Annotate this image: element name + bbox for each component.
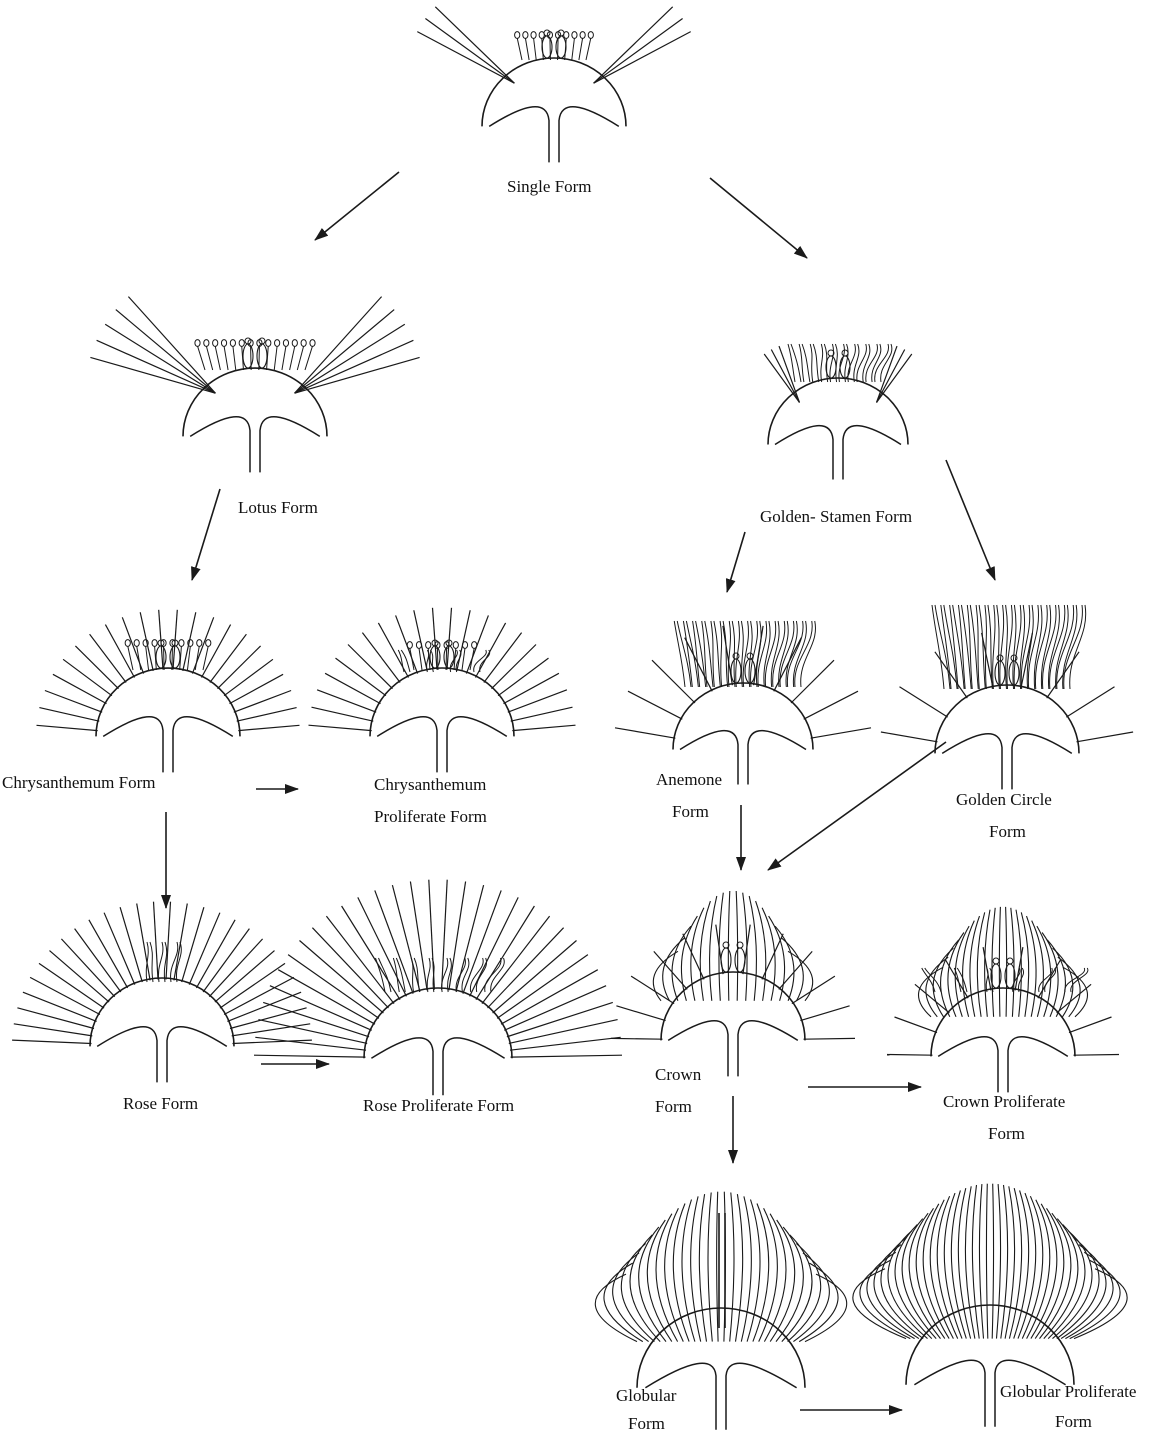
label-globular-proliferate-line2: Form bbox=[1055, 1412, 1092, 1432]
label-lotus-form: Lotus Form bbox=[238, 498, 318, 518]
arrow-lotus-to-chrysanthemum bbox=[192, 489, 220, 580]
label-globular-line2: Form bbox=[628, 1414, 665, 1434]
flower-glyph-lotus bbox=[90, 297, 419, 473]
label-chrysanthemum-proliferate-line1: Chrysanthemum bbox=[374, 775, 486, 795]
label-crown-proliferate-line2: Form bbox=[988, 1124, 1025, 1144]
label-golden-circle-line1: Golden Circle bbox=[956, 790, 1052, 810]
flower-glyph-rose-proliferate bbox=[254, 880, 622, 1096]
label-anemone-line2: Form bbox=[672, 802, 709, 822]
flower-glyph-crown bbox=[611, 891, 855, 1076]
arrow-single-to-golden-stamen bbox=[710, 178, 807, 258]
label-chrysanthemum-proliferate-line2: Proliferate Form bbox=[374, 807, 487, 827]
label-rose-proliferate-form: Rose Proliferate Form bbox=[363, 1096, 514, 1116]
label-crown-proliferate-line1: Crown Proliferate bbox=[943, 1092, 1065, 1112]
arrow-golden-stamen-to-anemone bbox=[727, 532, 745, 592]
label-golden-circle-line2: Form bbox=[989, 822, 1026, 842]
flower-glyph-chrysanthemum bbox=[37, 610, 300, 773]
flower-glyph-single bbox=[417, 7, 690, 163]
arrow-golden-circle-to-crown bbox=[768, 742, 946, 870]
flower-glyph-golden-stamen bbox=[764, 344, 912, 480]
arrow-golden-stamen-to-golden-circle bbox=[946, 460, 995, 580]
label-globular-proliferate-line1: Globular Proliferate bbox=[1000, 1382, 1136, 1402]
label-crown-line2: Form bbox=[655, 1097, 692, 1117]
arrow-single-to-lotus bbox=[315, 172, 399, 240]
label-anemone-line1: Anemone bbox=[656, 770, 722, 790]
flower-glyph-crown-proliferate bbox=[887, 907, 1119, 1093]
label-golden-stamen-form: Golden- Stamen Form bbox=[760, 507, 912, 527]
label-chrysanthemum-form: Chrysanthemum Form bbox=[2, 773, 155, 793]
label-globular-line1: Globular bbox=[616, 1386, 676, 1406]
label-single-form: Single Form bbox=[507, 177, 592, 197]
label-rose-form: Rose Form bbox=[123, 1094, 198, 1114]
flower-glyph-anemone bbox=[615, 621, 871, 785]
label-crown-line1: Crown bbox=[655, 1065, 701, 1085]
flower-glyph-chrysanthemum-proliferate bbox=[309, 608, 576, 773]
